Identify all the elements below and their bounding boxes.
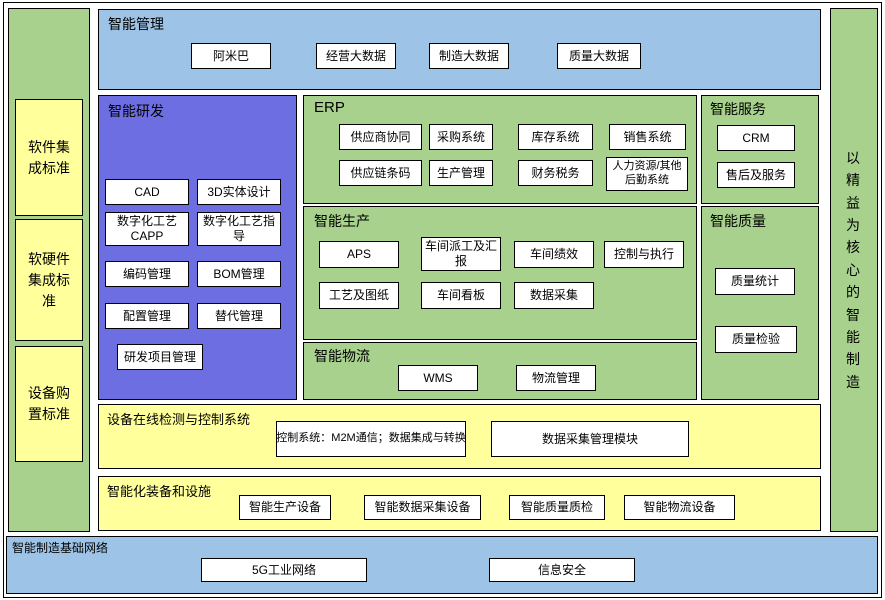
network-item-box: 信息安全 bbox=[489, 558, 635, 582]
rd-item-box: 研发项目管理 bbox=[117, 344, 203, 370]
management-section: 智能管理 阿米巴 经营大数据 制造大数据 质量大数据 bbox=[98, 9, 821, 90]
erp-item-box: 库存系统 bbox=[518, 124, 593, 150]
production-title: 智能生产 bbox=[314, 213, 370, 229]
quality-title: 智能质量 bbox=[710, 213, 766, 229]
production-item-box: 车间派工及汇报 bbox=[421, 237, 501, 271]
standard-label: 软件集成标准 bbox=[28, 138, 70, 176]
equipment-item-box: 智能物流设备 bbox=[624, 495, 735, 520]
rd-item-box: 3D实体设计 bbox=[197, 179, 281, 205]
rd-item-box: 编码管理 bbox=[105, 261, 189, 287]
quality-item-box: 质量统计 bbox=[715, 268, 795, 295]
rd-item-box: 替代管理 bbox=[197, 303, 281, 329]
lean-banner-label: 以精益为核心的智能制造 bbox=[846, 149, 860, 390]
rd-section: 智能研发 CAD 3D实体设计 数字化工艺CAPP 数字化工艺指导 编码管理 B… bbox=[98, 95, 297, 400]
standard-label: 软硬件集成标准 bbox=[28, 250, 70, 309]
network-title: 智能制造基础网络 bbox=[12, 541, 109, 555]
logistics-item-box: WMS bbox=[398, 365, 478, 391]
rd-item-box: CAD bbox=[105, 179, 189, 205]
management-item-box: 阿米巴 bbox=[191, 43, 271, 69]
erp-item-box: 财务税务 bbox=[518, 160, 593, 186]
logistics-section: 智能物流 WMS 物流管理 bbox=[303, 342, 697, 400]
erp-section: ERP 供应商协同 采购系统 库存系统 销售系统 供应链条码 生产管理 财务税务… bbox=[303, 95, 697, 204]
standards-sidebar: 软件集成标准 软硬件集成标准 设备购置标准 bbox=[8, 8, 90, 532]
production-item-box: APS bbox=[319, 241, 399, 268]
standard-box: 软件集成标准 bbox=[15, 99, 83, 216]
standard-label: 设备购置标准 bbox=[28, 385, 70, 422]
production-item-box: 工艺及图纸 bbox=[319, 282, 399, 309]
management-item-box: 制造大数据 bbox=[429, 43, 509, 69]
erp-item-box: 采购系统 bbox=[429, 124, 493, 150]
management-item-box: 质量大数据 bbox=[557, 43, 641, 69]
equipment-item-box: 智能生产设备 bbox=[239, 495, 331, 520]
erp-item-box: 供应链条码 bbox=[339, 160, 422, 186]
erp-item-box: 供应商协同 bbox=[339, 124, 422, 150]
monitoring-item-box: 控制系统：M2M通信；数据集成与转换 bbox=[276, 421, 466, 457]
erp-item-box: 人力资源/其他后勤系统 bbox=[606, 157, 688, 191]
rd-title: 智能研发 bbox=[108, 103, 164, 119]
logistics-title: 智能物流 bbox=[314, 348, 370, 364]
rd-item-box: 数字化工艺CAPP bbox=[105, 212, 189, 246]
service-item-box: CRM bbox=[717, 125, 795, 151]
network-section: 智能制造基础网络 5G工业网络 信息安全 bbox=[6, 536, 878, 594]
erp-item-box: 销售系统 bbox=[609, 124, 686, 150]
equipment-item-box: 智能质量质检 bbox=[509, 495, 605, 520]
service-title: 智能服务 bbox=[710, 101, 766, 117]
rd-item-box: 配置管理 bbox=[105, 303, 189, 329]
production-item-box: 车间绩效 bbox=[514, 241, 594, 268]
production-section: 智能生产 APS 车间派工及汇报 车间绩效 控制与执行 工艺及图纸 车间看板 数… bbox=[303, 206, 697, 340]
management-title: 智能管理 bbox=[108, 16, 164, 32]
rd-item-box: 数字化工艺指导 bbox=[197, 212, 281, 246]
lean-banner: 以精益为核心的智能制造 bbox=[830, 8, 878, 532]
service-item-box: 售后及服务 bbox=[717, 162, 795, 188]
equipment-section: 智能化装备和设施 智能生产设备 智能数据采集设备 智能质量质检 智能物流设备 bbox=[98, 476, 821, 531]
quality-item-box: 质量检验 bbox=[715, 326, 797, 353]
equipment-item-box: 智能数据采集设备 bbox=[364, 495, 481, 520]
monitoring-item-box: 数据采集管理模块 bbox=[491, 421, 689, 457]
logistics-item-box: 物流管理 bbox=[516, 365, 596, 391]
erp-title: ERP bbox=[314, 99, 345, 116]
standard-box: 设备购置标准 bbox=[15, 346, 83, 462]
monitoring-section: 设备在线检测与控制系统 控制系统：M2M通信；数据集成与转换 数据采集管理模块 bbox=[98, 404, 821, 469]
standard-box: 软硬件集成标准 bbox=[15, 219, 83, 341]
network-item-box: 5G工业网络 bbox=[201, 558, 367, 582]
production-item-box: 车间看板 bbox=[421, 282, 501, 309]
rd-item-box: BOM管理 bbox=[197, 261, 281, 287]
production-item-box: 控制与执行 bbox=[604, 241, 684, 268]
quality-section: 智能质量 质量统计 质量检验 bbox=[701, 206, 819, 400]
management-item-box: 经营大数据 bbox=[316, 43, 396, 69]
service-section: 智能服务 CRM 售后及服务 bbox=[701, 95, 819, 204]
monitoring-title: 设备在线检测与控制系统 bbox=[107, 412, 251, 427]
outer-frame bbox=[3, 2, 882, 598]
erp-item-box: 生产管理 bbox=[429, 160, 493, 186]
production-item-box: 数据采集 bbox=[514, 282, 594, 309]
equipment-title: 智能化装备和设施 bbox=[107, 484, 212, 499]
